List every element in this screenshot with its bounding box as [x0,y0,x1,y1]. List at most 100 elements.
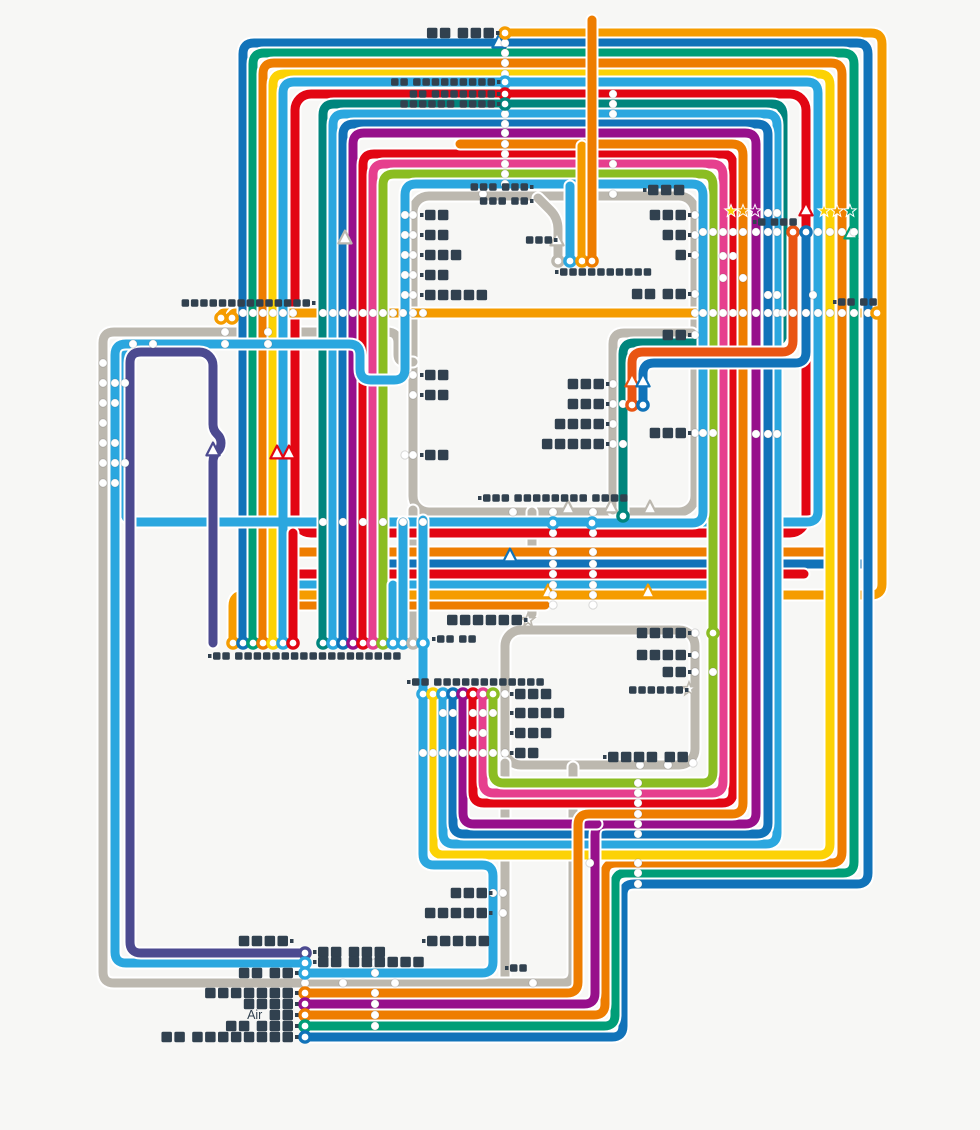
station-dot [718,227,728,237]
label-block [209,299,217,307]
label-tick [420,233,424,237]
label-block [471,678,479,686]
star-outline-marker [519,610,537,628]
label-block [662,329,674,341]
label-block [427,935,438,947]
label-block [346,652,355,660]
station-dot [698,308,708,318]
label-block [465,935,477,947]
label-block [662,627,674,639]
label-block [235,652,243,660]
label-tick [497,102,501,106]
label-block [225,1020,237,1032]
label-block [468,90,477,98]
star-marker [842,203,858,218]
triangle-marker [502,547,518,563]
redacted-label [510,707,565,719]
redacted-label [447,614,528,626]
label-block [520,183,528,191]
label-block [437,635,445,643]
station-dot [738,273,748,283]
label-block [478,90,486,98]
station-dot [390,978,400,988]
station-terminal [225,311,239,325]
label-block [361,946,373,958]
label-block [483,494,491,502]
station-dot [110,478,120,488]
label-block [662,666,674,678]
label-block [200,299,208,307]
label-block [293,299,301,307]
station-dot [110,458,120,468]
station-dot [498,888,508,898]
station-terminal [546,516,560,530]
label-tick [295,1013,299,1017]
label-block [567,418,579,430]
label-block [508,678,516,686]
label-tick [688,292,692,296]
redacted-label [208,652,401,660]
label-block [540,707,552,719]
label-block [489,197,497,205]
label-block [450,887,462,899]
label-block [238,935,250,947]
redacted-label [181,299,316,307]
station-dot [608,189,618,199]
label-block [205,987,216,999]
label-tick [489,911,493,915]
station-dot [825,308,835,318]
label-block [328,652,336,660]
redacted-label [567,398,610,410]
station-dot [98,418,108,428]
station-dot [548,528,558,538]
station-dot [708,667,718,677]
label-block [190,299,199,307]
station-terminal [706,626,720,640]
station-dot [751,429,761,439]
triangle-marker [603,498,619,514]
station-dot [398,517,408,527]
label-block [450,907,462,919]
label-block [437,907,449,919]
station-dot [338,517,348,527]
label-block [256,987,268,999]
label-block [593,398,604,410]
station-dot [633,819,643,829]
station-dot [698,428,708,438]
redacted-label [391,78,501,86]
station-dot [110,378,120,388]
label-block [243,998,255,1010]
station-terminal [585,516,599,530]
label-block [400,78,408,86]
label-block [478,78,486,86]
label-block [330,956,342,968]
label-block [439,27,451,39]
redacted-label [510,688,552,700]
label-block [425,269,436,281]
station-dot [98,358,108,368]
label-block [421,678,429,686]
label-block [476,907,487,919]
label-block [452,678,461,686]
label-tick [753,220,757,224]
label-tick [688,431,692,435]
station-terminal [486,687,500,701]
label-block [540,688,552,700]
station-dot [268,308,278,318]
label-tick [530,185,534,189]
redacted-label [426,27,500,39]
station-terminal [636,398,650,412]
symbols-layer [205,33,859,697]
label-tick [688,670,692,674]
label-block [243,1031,255,1043]
station-dot [608,439,618,449]
label-block [318,652,327,660]
routes-layer [96,13,889,1044]
label-block [610,494,619,502]
label-block [860,298,868,306]
label-block [476,887,487,899]
label-block [644,288,656,300]
label-block [646,751,658,763]
station-dot [238,308,248,318]
station-dot [98,438,108,448]
